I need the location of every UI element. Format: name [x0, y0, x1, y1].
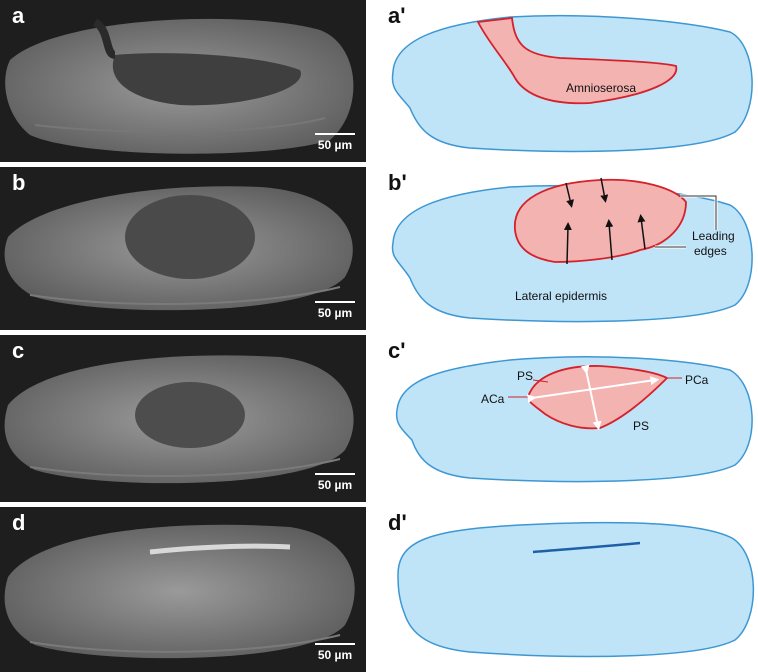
ps-top-label: PS: [517, 369, 533, 383]
schematic-label-d: d': [388, 510, 407, 535]
aca-label: ACa: [481, 392, 505, 406]
scale-bar-label: 50 µm: [317, 306, 353, 320]
pca-label: PCa: [685, 373, 709, 387]
arrow: [600, 177, 609, 203]
leader-line: [532, 379, 549, 383]
embryo-image-b: [4, 186, 353, 311]
schematic-label-a: a': [388, 3, 406, 28]
schematic-c: PS ACa PCa PS: [395, 355, 753, 483]
panel-label-b: b: [12, 170, 26, 195]
lateral-epidermis-shape: [397, 521, 755, 658]
amnioserosa-shape: [476, 17, 678, 105]
panel-label-c: c: [12, 338, 25, 363]
arrow: [565, 182, 574, 208]
edges-label: edges: [694, 244, 727, 258]
embryo-image-a: [5, 18, 354, 154]
arrow: [637, 214, 646, 250]
arrow: [563, 222, 572, 265]
amnioserosa-label: Amnioserosa: [566, 81, 636, 95]
embryo-image-d: [4, 524, 355, 659]
micrograph-panel-c: c 50 µm: [0, 335, 366, 502]
leader-line: [680, 195, 717, 230]
scale-bar-c: 50 µm: [305, 473, 365, 492]
embryo-image-c: [4, 355, 354, 484]
schematic-label-c: c': [388, 338, 406, 363]
micrograph-panel-d: d 50 µm: [0, 507, 366, 672]
schematic-d: [397, 521, 755, 658]
scale-bar-b: 50 µm: [305, 301, 365, 320]
panel-label-d: d: [12, 510, 26, 535]
scale-bar-a: 50 µm: [305, 133, 365, 152]
panel-label-a: a: [12, 3, 25, 28]
lateral-epidermis-label: Lateral epidermis: [515, 289, 607, 303]
schematic-a: Amnioserosa: [391, 14, 753, 153]
scale-bar-label: 50 µm: [317, 648, 353, 662]
micrograph-panel-b: b 50 µm: [0, 167, 366, 330]
scale-bar-label: 50 µm: [317, 478, 353, 492]
dorsal-seam: [532, 541, 641, 554]
scale-bar-d: 50 µm: [305, 643, 365, 662]
micrograph-panel-a: a 50 µm: [0, 0, 366, 162]
axis-arrow: [580, 364, 602, 431]
schematic-label-b: b': [388, 170, 407, 195]
scale-bar-label: 50 µm: [317, 138, 353, 152]
arrow: [605, 219, 614, 261]
amnioserosa-shape: [514, 178, 687, 263]
ps-bottom-label: PS: [633, 419, 649, 433]
leading-label: Leading: [692, 229, 735, 243]
schematic-b: Leading edges Lateral epidermis: [391, 177, 753, 323]
